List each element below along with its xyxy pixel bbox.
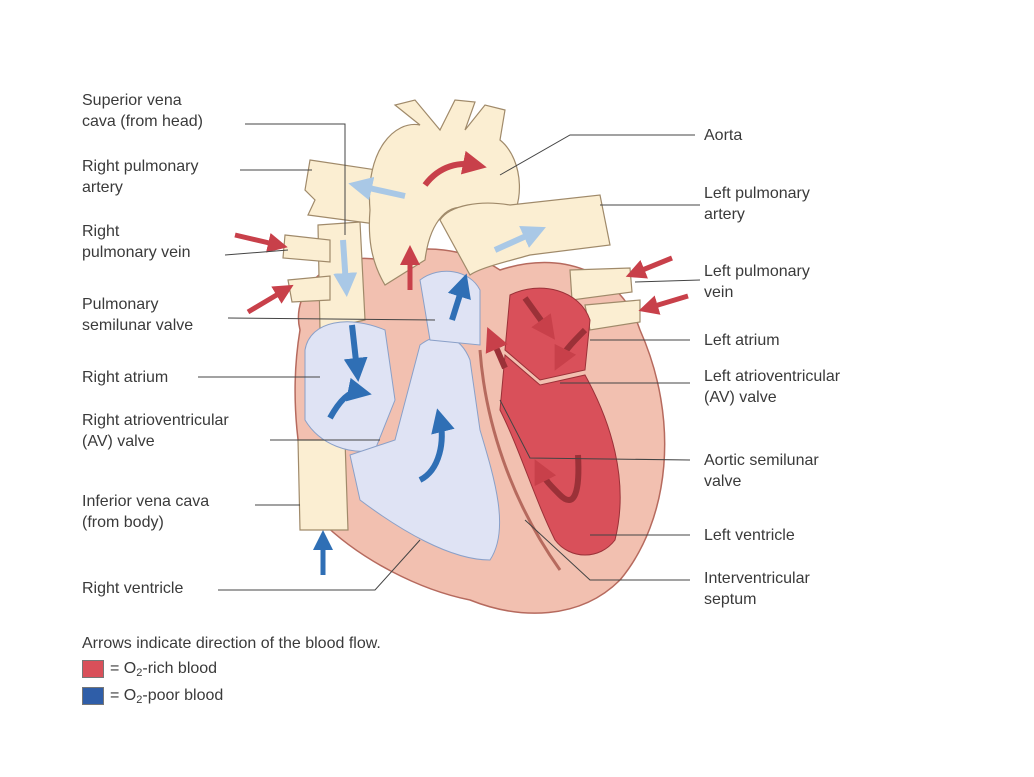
label-right-av-valve: Right atrioventricular (AV) valve bbox=[82, 412, 229, 450]
flow-arrow-la-2 bbox=[554, 327, 588, 371]
label-left-ventricle: Left ventricle bbox=[704, 527, 795, 544]
flow-arrow-aorta bbox=[422, 150, 487, 187]
flow-arrow-pulmonary bbox=[447, 273, 471, 321]
label-superior-vena-cava: Superior vena cava (from head) bbox=[82, 92, 203, 130]
legend-swatch-poor bbox=[82, 687, 104, 705]
label-pulmonary-semilunar-valve: Pulmonary semilunar valve bbox=[82, 296, 194, 334]
flow-arrow-aortic-valve bbox=[485, 326, 508, 370]
left-ventricle-chamber bbox=[499, 353, 621, 556]
label-right-ventricle: Right ventricle bbox=[82, 580, 184, 597]
legend-rich-suffix: -rich blood bbox=[142, 660, 218, 677]
legend-poor-sub: 2 bbox=[136, 694, 143, 706]
leader-lines bbox=[198, 123, 701, 591]
label-inferior-vena-cava: Inferior vena cava (from body) bbox=[82, 493, 210, 531]
left-pulmonary-vein-vessel bbox=[569, 267, 633, 301]
label-interventricular-septum: Interventricular septum bbox=[704, 570, 810, 608]
flow-arrow-lpv-upper bbox=[625, 255, 673, 279]
right-pulmonary-vein-vessel bbox=[282, 234, 331, 263]
label-left-pulmonary-artery: Left pulmonary artery bbox=[704, 185, 810, 223]
pulmonary-trunk-chamber bbox=[419, 270, 481, 346]
inferior-vena-cava bbox=[297, 439, 349, 531]
label-left-av-valve: Left atrioventricular (AV) valve bbox=[704, 368, 841, 406]
label-right-pulmonary-artery: Right pulmonary artery bbox=[82, 158, 199, 196]
legend-poor-suffix: -poor blood bbox=[142, 687, 224, 704]
label-right-pulmonary-vein: Right pulmonary vein bbox=[82, 223, 191, 261]
legend-poor-prefix: = O bbox=[110, 687, 137, 704]
legend-swatch-rich bbox=[82, 660, 104, 678]
flow-arrow-lpv-lower bbox=[638, 293, 689, 315]
flow-arrow-la bbox=[522, 296, 556, 340]
flow-arrow-rpv-lower bbox=[246, 284, 294, 315]
flow-arrow-lpa bbox=[493, 225, 546, 253]
label-left-pulmonary-vein: Left pulmonary vein bbox=[704, 263, 810, 301]
flow-arrow-ra-curl bbox=[327, 377, 372, 420]
right-pulmonary-vein-lower bbox=[287, 275, 331, 303]
flow-arrow-ra bbox=[343, 324, 368, 382]
label-right-atrium: Right atrium bbox=[82, 369, 169, 386]
right-atrium-chamber bbox=[304, 321, 396, 452]
label-aortic-semilunar-valve: Aortic semilunar valve bbox=[704, 452, 819, 490]
flow-arrow-svc bbox=[333, 239, 358, 297]
legend-rich-sub: 2 bbox=[136, 667, 143, 679]
aorta-vessel bbox=[368, 99, 521, 286]
legend-caption: Arrows indicate direction of the blood f… bbox=[82, 635, 381, 652]
flow-arrow-rv bbox=[418, 408, 455, 483]
label-aorta: Aorta bbox=[704, 127, 743, 144]
legend-rich-prefix: = O bbox=[110, 660, 137, 677]
flow-arrow-lv bbox=[534, 454, 582, 503]
flow-arrow-rpv-upper bbox=[234, 232, 288, 253]
label-left-atrium: Left atrium bbox=[704, 332, 780, 349]
septum-line bbox=[478, 349, 562, 571]
flow-arrow-rpa bbox=[348, 176, 406, 201]
